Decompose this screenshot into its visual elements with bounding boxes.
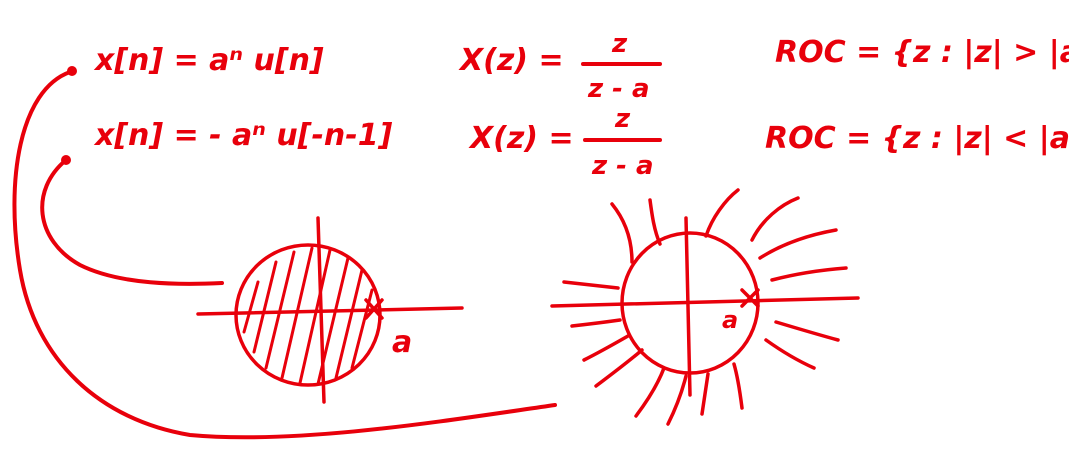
left-pole-marker: [364, 298, 384, 320]
transform-1-lhs: X(z) =: [458, 43, 564, 78]
left-zplane-plot: a: [196, 216, 464, 404]
left-pole-label: a: [392, 325, 412, 360]
connector-row1-to-right-plot: [12, 66, 557, 440]
right-real-axis: [550, 296, 860, 308]
right-outside-rays: [562, 188, 848, 426]
right-pole-label: a: [722, 306, 738, 334]
right-zplane-plot: a: [550, 188, 860, 426]
left-hatch-lines: [242, 246, 374, 386]
transform-1-numerator: z: [611, 29, 628, 59]
left-real-axis: [196, 306, 464, 316]
roc-1-text: ROC = {z : |z| > |a|}: [775, 35, 1069, 70]
transform-1-denominator: z - a: [587, 74, 650, 104]
connector-row2-to-left-plot: [40, 155, 224, 286]
transform-2-lhs: X(z) =: [468, 121, 574, 156]
signal-2-text: x[n] = - aⁿ u[-n-1]: [93, 118, 393, 153]
signal-1-text: x[n] = aⁿ u[n]: [93, 43, 324, 78]
right-pole-marker: [740, 288, 760, 308]
transform-2-denominator: z - a: [591, 151, 654, 181]
right-imag-axis: [684, 216, 692, 397]
transform-2-numerator: z: [614, 104, 631, 134]
roc-2-text: ROC = {z : |z| < |a|}: [765, 121, 1069, 156]
left-imag-axis: [316, 216, 326, 404]
